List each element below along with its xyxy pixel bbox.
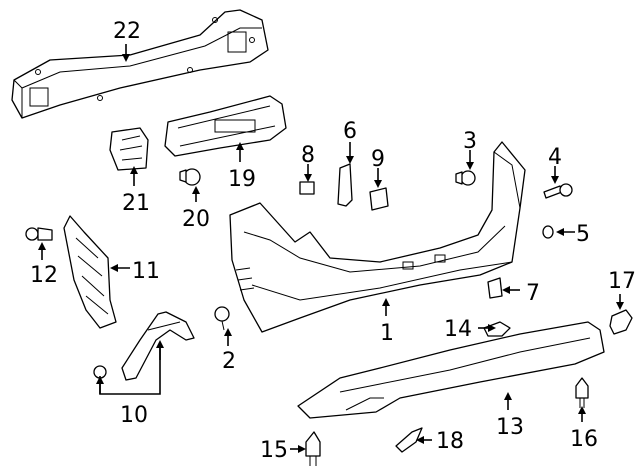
part-10-lower-bracket	[121, 311, 195, 381]
callout-labels: 22 19 21 20 8 6 9 3 4 5 1 7 11 12 2 14 1…	[30, 19, 636, 463]
part-4-screw	[543, 183, 573, 199]
callout-8: 8	[301, 143, 315, 168]
callout-16: 16	[570, 427, 598, 452]
part-20-clip	[179, 168, 201, 186]
callout-9: 9	[371, 147, 385, 172]
callout-1: 1	[380, 321, 394, 346]
callout-14: 14	[444, 317, 472, 342]
part-18-reflector	[395, 427, 423, 453]
callout-11: 11	[132, 259, 160, 284]
part-5-grommet	[542, 225, 554, 239]
callout-6: 6	[343, 119, 357, 144]
part-11-side-bracket	[63, 215, 117, 329]
part-19-energy-absorber	[164, 95, 287, 157]
part-17-bracket	[609, 309, 633, 335]
part-15-push-pin	[305, 431, 321, 466]
part-8-retainer	[299, 181, 315, 195]
callout-19: 19	[228, 167, 256, 192]
callout-3: 3	[463, 129, 477, 154]
part-14-clip	[483, 321, 511, 337]
callout-15: 15	[260, 438, 288, 463]
callout-22: 22	[113, 19, 141, 44]
part-2-clip	[214, 306, 230, 331]
callout-5: 5	[576, 222, 590, 247]
callout-10: 10	[120, 403, 148, 428]
callout-13: 13	[496, 415, 524, 440]
part-6-molding	[337, 163, 353, 207]
callout-4: 4	[548, 145, 562, 170]
part-16-push-pin	[575, 377, 589, 408]
part-12-clip	[25, 227, 53, 241]
callout-20: 20	[182, 207, 210, 232]
part-3-clip	[455, 170, 476, 186]
callout-12: 12	[30, 263, 58, 288]
part-9-pad	[369, 187, 389, 211]
callout-17: 17	[608, 269, 636, 294]
part-21-bracket	[109, 127, 149, 171]
leader-lines	[38, 44, 624, 453]
callout-21: 21	[122, 191, 150, 216]
callout-2: 2	[222, 349, 236, 374]
callout-18: 18	[436, 429, 464, 454]
part-13-lower-valance	[297, 321, 605, 419]
callout-7: 7	[526, 281, 540, 306]
part-22-bumper-reinforcement	[11, 9, 269, 119]
part-1-bumper-cover	[229, 141, 526, 333]
part-7-clip	[487, 277, 503, 299]
